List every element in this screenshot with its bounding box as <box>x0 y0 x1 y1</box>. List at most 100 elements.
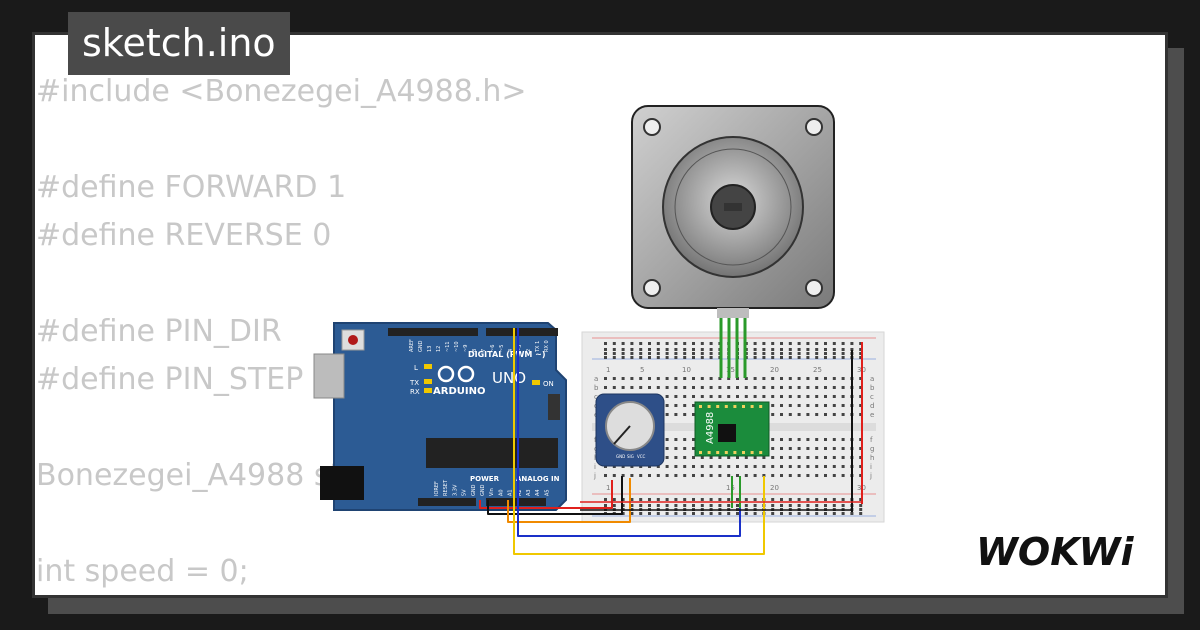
breadboard-hole <box>788 447 792 450</box>
breadboard-hole <box>753 395 757 398</box>
breadboard-hole <box>621 352 625 355</box>
breadboard-hole <box>859 504 863 507</box>
breadboard-hole <box>815 438 819 441</box>
breadboard-hole <box>832 438 836 441</box>
breadboard-hole <box>753 498 757 501</box>
breadboard-hole <box>736 474 739 477</box>
breadboard-hole <box>630 474 634 477</box>
arduino-uno-board[interactable]: DIGITAL (PWM ~) ARDUINO UNO ON L TX RX P… <box>313 322 567 511</box>
stepper-motor[interactable] <box>631 105 835 378</box>
breadboard-hole <box>771 498 775 501</box>
pin-label: IOREF <box>434 481 440 496</box>
breadboard-hole <box>832 395 836 398</box>
breadboard-hole <box>692 498 695 501</box>
breadboard-hole <box>806 413 810 416</box>
breadboard-hole <box>692 447 695 450</box>
breadboard-hole <box>700 352 704 355</box>
breadboard-hole <box>797 512 801 515</box>
breadboard-hole <box>797 386 801 389</box>
breadboard-hole <box>674 447 678 450</box>
breadboard-row-letter: f <box>870 436 873 444</box>
breadboard-row-letter: b <box>870 384 875 392</box>
breadboard-hole <box>859 512 863 515</box>
led-indicator <box>532 380 540 385</box>
breadboard-row-letter: j <box>869 472 872 480</box>
breadboard-hole <box>771 465 775 468</box>
breadboard-hole <box>604 386 607 389</box>
breadboard-hole <box>744 377 748 380</box>
breadboard-hole <box>824 404 827 407</box>
pin-label: Vin <box>489 488 495 496</box>
breadboard-hole <box>815 498 819 501</box>
breadboard-hole <box>806 438 810 441</box>
driver-pin <box>707 405 711 408</box>
breadboard-hole <box>841 386 845 389</box>
breadboard-hole <box>824 386 827 389</box>
breadboard-hole <box>656 377 660 380</box>
pin-label: AREF <box>409 339 415 352</box>
breadboard-hole <box>718 474 722 477</box>
breadboard-hole <box>797 504 801 507</box>
pin-label: 4 <box>508 349 514 352</box>
breadboard-hole <box>612 348 616 351</box>
pin-label: ~10 <box>454 341 460 352</box>
breadboard-hole <box>700 498 704 501</box>
breadboard-hole <box>824 348 827 351</box>
breadboard-hole <box>824 438 827 441</box>
breadboard-hole <box>753 474 757 477</box>
breadboard-hole <box>780 504 783 507</box>
breadboard-hole <box>824 395 827 398</box>
breadboard-hole <box>718 504 722 507</box>
breadboard-hole <box>832 447 836 450</box>
breadboard-hole <box>841 447 845 450</box>
breadboard-hole <box>815 352 819 355</box>
a4988-driver[interactable]: A4988 <box>694 401 770 457</box>
pin-label: GND <box>471 484 477 496</box>
breadboard-hole <box>762 348 766 351</box>
breadboard-hole <box>736 386 739 389</box>
breadboard-hole <box>727 456 731 459</box>
breadboard-hole <box>656 356 660 359</box>
breadboard-hole <box>806 352 810 355</box>
breadboard-hole <box>850 342 854 345</box>
breadboard-hole <box>771 438 775 441</box>
breadboard-hole <box>788 404 792 407</box>
breadboard-hole <box>736 377 739 380</box>
potentiometer[interactable]: GND SIG VCC <box>595 393 665 467</box>
breadboard-hole <box>656 498 660 501</box>
pin-label: 8 <box>472 349 478 352</box>
breadboard-hole <box>709 356 713 359</box>
breadboard-hole <box>753 386 757 389</box>
breadboard-hole <box>824 512 827 515</box>
breadboard-hole <box>736 456 739 459</box>
breadboard-hole <box>639 504 643 507</box>
breadboard-hole <box>762 386 766 389</box>
breadboard-hole <box>841 413 845 416</box>
breadboard-hole <box>824 465 827 468</box>
breadboard-hole <box>762 465 766 468</box>
breadboard-hole <box>780 413 783 416</box>
breadboard-hole <box>683 498 687 501</box>
breadboard-hole <box>806 404 810 407</box>
driver-label: A4988 <box>705 412 716 444</box>
breadboard-hole <box>859 508 863 511</box>
breadboard-hole <box>604 352 607 355</box>
breadboard-hole <box>744 498 748 501</box>
reset-button-icon <box>348 335 358 345</box>
breadboard-row-letter: h <box>870 454 874 462</box>
breadboard-row-letter: i <box>870 463 872 471</box>
breadboard-hole <box>859 474 863 477</box>
breadboard-hole <box>736 465 739 468</box>
breadboard-hole <box>832 504 836 507</box>
breadboard-hole <box>744 512 748 515</box>
breadboard-hole <box>727 465 731 468</box>
breadboard-hole <box>762 356 766 359</box>
code-line: #define PIN_DIR <box>36 314 282 349</box>
breadboard-hole <box>683 504 687 507</box>
breadboard-hole <box>832 377 836 380</box>
driver-pin <box>759 451 763 454</box>
breadboard-col-number: 20 <box>770 484 779 492</box>
breadboard-hole <box>841 348 845 351</box>
breadboard-hole <box>744 386 748 389</box>
breadboard-hole <box>727 504 731 507</box>
